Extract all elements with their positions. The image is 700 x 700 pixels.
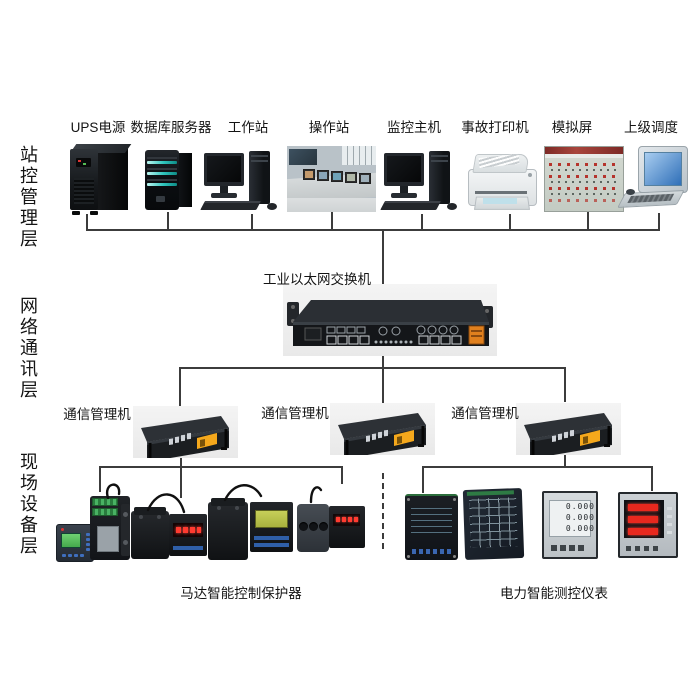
layer-label-station-control: 站控管理层 [18, 145, 38, 250]
label-ups: UPS电源 [70, 120, 126, 135]
label-operator-station: 操作站 [308, 120, 350, 135]
comm-manager-2-image [330, 403, 435, 460]
ups-tower-image [66, 142, 134, 215]
label-ethernet-switch: 工业以太网交换机 [263, 272, 371, 287]
mimic-panel-photo [544, 146, 624, 212]
operator-station-photo [287, 146, 376, 212]
database-server-image [142, 147, 196, 214]
power-meter-group-image: 0.000 0.000 0.000 [400, 487, 685, 572]
comm-manager-3-image [516, 403, 621, 460]
label-monitor-host: 监控主机 [387, 120, 441, 135]
label-motor-protector-group: 马达智能控制保护器 [180, 586, 302, 601]
label-dispatch: 上级调度 [624, 120, 678, 135]
label-power-meter-group: 电力智能测控仪表 [500, 586, 608, 601]
motor-protector-group-image [55, 483, 367, 578]
layer-label-field-device: 现场设备层 [18, 452, 38, 557]
fault-printer-image [463, 148, 542, 213]
label-db-server: 数据库服务器 [130, 120, 212, 135]
layer-label-network-comm: 网络通讯层 [18, 296, 38, 401]
label-comm-manager-1: 通信管理机 [63, 407, 131, 422]
ethernet-switch-image [283, 284, 497, 356]
label-comm-manager-3: 通信管理机 [451, 406, 519, 421]
label-comm-manager-2: 通信管理机 [261, 406, 329, 421]
monitor-host-image [380, 146, 461, 215]
dispatch-computer-image [617, 145, 691, 213]
comm-manager-1-image [133, 406, 238, 463]
meter-lcd: 0.000 0.000 0.000 [542, 491, 598, 559]
label-fault-printer: 事故打印机 [461, 120, 529, 135]
workstation-image [200, 146, 281, 215]
label-mimic-panel: 模拟屏 [551, 120, 593, 135]
label-workstation: 工作站 [227, 120, 269, 135]
